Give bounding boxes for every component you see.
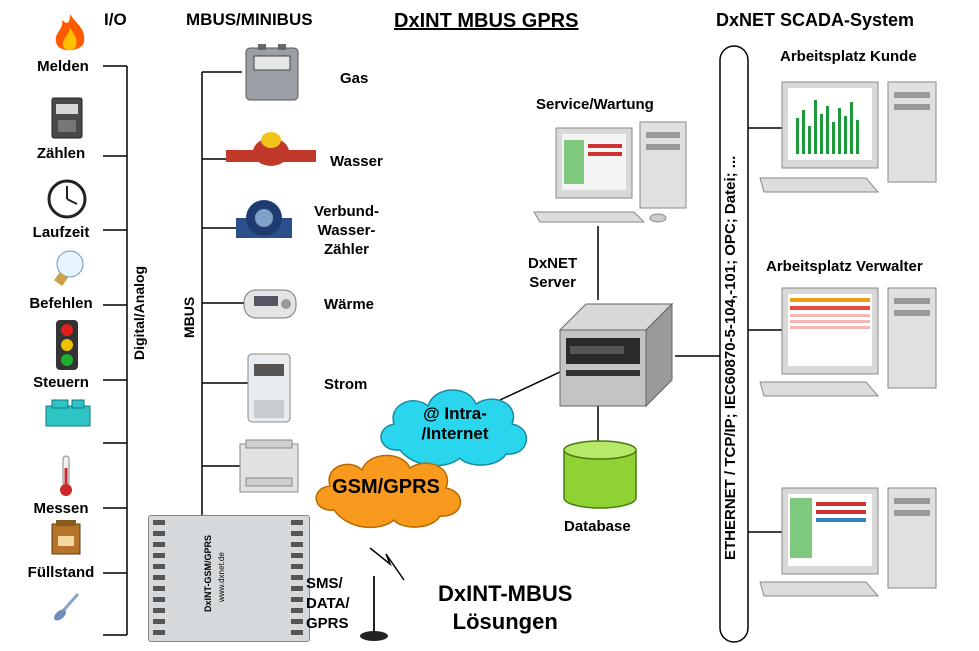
gateway-url: www.dxnet.de bbox=[217, 552, 226, 602]
din-module-icon bbox=[239, 439, 299, 493]
heat-meter-icon bbox=[243, 289, 297, 319]
workstation-third-icon bbox=[759, 487, 937, 597]
io-label-fuellstand: Füllstand bbox=[27, 564, 95, 581]
thermometer-icon bbox=[60, 455, 72, 496]
clock-icon bbox=[47, 179, 87, 219]
meter-label-wasser: Wasser bbox=[330, 153, 383, 170]
io-label-befehlen: Befehlen bbox=[29, 295, 93, 312]
meter-icon bbox=[51, 97, 83, 139]
service-workstation-icon bbox=[533, 121, 687, 223]
internet-cloud bbox=[380, 389, 528, 467]
internet-cloud-label: @ Intra- /Internet bbox=[421, 404, 489, 443]
scada-header: DxNET SCADA-System bbox=[716, 10, 915, 30]
compound-water-meter-icon bbox=[236, 200, 292, 238]
service-label: Service/Wartung bbox=[536, 96, 654, 113]
page-title: DxINT MBUS GPRS bbox=[394, 10, 579, 32]
io-label-messen: Messen bbox=[33, 500, 89, 517]
database-icon bbox=[563, 440, 637, 509]
tank-icon bbox=[51, 520, 81, 555]
pump-icon bbox=[45, 399, 91, 427]
io-label-laufzeit: Laufzeit bbox=[32, 224, 90, 241]
antenna-icon bbox=[360, 576, 388, 641]
io-label-melden: Melden bbox=[37, 58, 89, 75]
io-label-steuern: Steuern bbox=[33, 374, 89, 391]
workstation-verwalter-icon bbox=[759, 287, 937, 397]
gateway-device: DxINT-GSM/GPRS www.dxnet.de bbox=[148, 515, 310, 642]
gateway-label: DxINT-GSM/GPRS bbox=[203, 534, 213, 612]
solutions-footer: DxINT-MBUS Lösungen bbox=[438, 581, 573, 634]
bulb-icon bbox=[54, 250, 84, 286]
gas-meter-icon bbox=[245, 44, 299, 101]
sensor-icon bbox=[54, 593, 80, 621]
io-header: I/O bbox=[104, 10, 127, 29]
ethernet-protocols-label: ETHERNET / TCP/IP; IEC60870-5-104,-101; … bbox=[722, 155, 739, 560]
fire-icon bbox=[55, 14, 85, 51]
server-label: DxNET Server bbox=[528, 255, 578, 291]
meter-label-strom: Strom bbox=[324, 376, 368, 393]
workplace-kunde-label: Arbeitsplatz Kunde bbox=[780, 48, 917, 65]
workplace-verwalter-label: Arbeitsplatz Verwalter bbox=[766, 258, 923, 275]
server-icon bbox=[558, 302, 674, 408]
meter-label-verbund: Verbund- Wasser- Zähler bbox=[314, 203, 380, 258]
workstation-kunde-icon bbox=[759, 81, 937, 193]
database-label: Database bbox=[564, 518, 631, 535]
mbus-vertical-label: MBUS bbox=[181, 296, 197, 338]
water-meter-icon bbox=[226, 132, 316, 166]
meter-label-gas: Gas bbox=[340, 70, 369, 87]
io-label-zaehlen: Zählen bbox=[36, 145, 86, 162]
gsm-cloud bbox=[315, 454, 462, 529]
traffic-light-icon bbox=[56, 320, 78, 370]
electricity-meter-icon bbox=[247, 353, 291, 423]
mbus-minibus-header: MBUS/MINIBUS bbox=[186, 10, 313, 29]
meter-label-waerme: Wärme bbox=[324, 296, 375, 313]
gsm-cloud-label: GSM/GPRS bbox=[332, 476, 440, 498]
digital-analog-label: Digital/Analog bbox=[131, 265, 147, 360]
sms-data-gprs-label: SMS/ DATA/ GPRS bbox=[306, 575, 350, 632]
